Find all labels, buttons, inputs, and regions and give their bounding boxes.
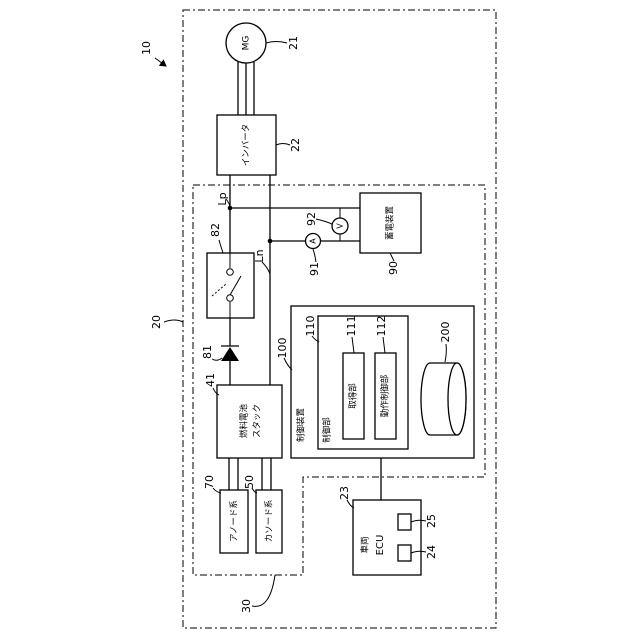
switch-contact-bottom [227,295,234,302]
ecu-sub-24 [398,545,411,561]
ref-10-arrow [155,58,166,66]
ref-21-leader [266,42,287,44]
ref-111: 111 [345,316,358,337]
operation-control-label: 動作制御部 [380,374,391,417]
voltmeter-label: V [336,223,345,229]
ref-82: 82 [209,223,222,237]
ref-23: 23 [338,486,351,500]
ecu-sub-25 [398,514,411,530]
ref-25: 25 [425,514,438,528]
storage-device-label: 蓄電装置 [385,206,396,241]
anode-system-label: アノード系 [229,500,240,542]
ref-200: 200 [439,322,452,343]
ref-20-leader [164,320,183,322]
ref-90-leader [390,253,394,261]
ref-81: 81 [201,345,214,359]
inverter-label: インバータ [242,124,252,167]
ref-90: 90 [387,261,400,275]
ref-30-leader [252,575,275,606]
ln-label: Ln [253,249,266,262]
ref-112: 112 [375,316,388,337]
ref-21: 21 [287,36,300,50]
ref-22-leader [276,144,290,146]
ref-91: 91 [308,262,321,276]
vehicle-ecu-label-2: ECU [375,535,386,556]
cathode-system-label: カソード系 [264,500,275,543]
controller-label: 制御装置 [296,408,307,443]
ref-10: 10 [140,41,153,55]
ref-50: 50 [243,475,256,489]
ref-110: 110 [304,316,317,337]
ref-41: 41 [204,373,217,387]
ref-82-leader [219,240,223,253]
ref-24: 24 [425,545,438,559]
ref-30: 30 [240,599,253,613]
fuel-cell-stack-box [217,385,282,458]
ln-leader [262,262,270,274]
ref-22: 22 [289,138,302,152]
ref-70: 70 [203,475,216,489]
lp-label: Lp [216,192,229,205]
diode-icon [221,347,239,361]
memory-cylinder-end [448,363,466,435]
fuel-cell-stack-label-1: 燃料電池 [239,404,250,439]
ref-92-leader [316,219,332,224]
mg-label: MG [242,36,252,51]
ref-20: 20 [150,315,163,329]
ref-100: 100 [276,338,289,359]
fuel-cell-stack-label-2: スタック [253,404,263,438]
ammeter-label: A [309,238,318,244]
switch-contact-top [227,269,234,276]
ref-91-leader [313,249,316,262]
acquisition-label: 取得部 [348,383,359,409]
vehicle-ecu-label-1: 車両 [360,536,371,554]
control-unit-label: 制御部 [322,417,333,443]
